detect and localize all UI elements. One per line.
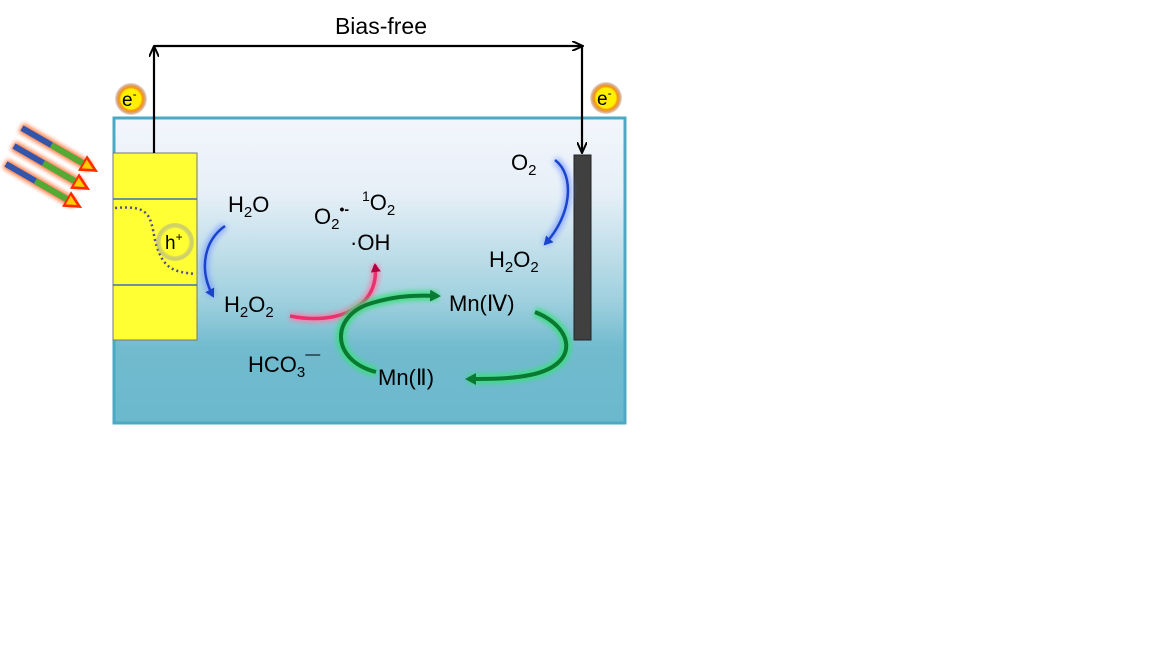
mn2-label: Mn(Ⅱ) <box>378 365 434 390</box>
singlet-oxygen-label: 1O2 <box>362 188 395 219</box>
cathode <box>573 154 592 341</box>
h2o2-cathode-label: H2O2 <box>489 247 539 276</box>
mn4-label: Mn(Ⅳ) <box>449 291 515 316</box>
oxygen-reduction-arrow <box>542 157 572 247</box>
svg-text:e-: e- <box>597 86 612 110</box>
hydroxyl-radical-label: ·OH <box>350 230 390 255</box>
band-bending-line <box>114 206 197 276</box>
o2-label: O2 <box>511 150 536 179</box>
external-circuit <box>154 46 582 153</box>
electron-badge-right: e- <box>590 82 622 114</box>
svg-text:h+: h+ <box>165 230 183 254</box>
light-rays-icon <box>2 123 99 208</box>
water-oxidation-arrow <box>201 223 228 298</box>
electron-badge-left: e- <box>115 83 147 115</box>
mn-cycle-arrows <box>336 289 572 385</box>
bias-free-label: Bias-free <box>335 13 427 39</box>
h2o-label: H2O <box>228 192 269 221</box>
svg-text:e-: e- <box>122 87 137 111</box>
superoxide-label: O2•- <box>314 201 349 233</box>
bicarbonate-label: HCO3— <box>248 346 320 381</box>
h2o2-anode-label: H2O2 <box>224 292 274 321</box>
hole-badge: h+ <box>156 223 194 261</box>
